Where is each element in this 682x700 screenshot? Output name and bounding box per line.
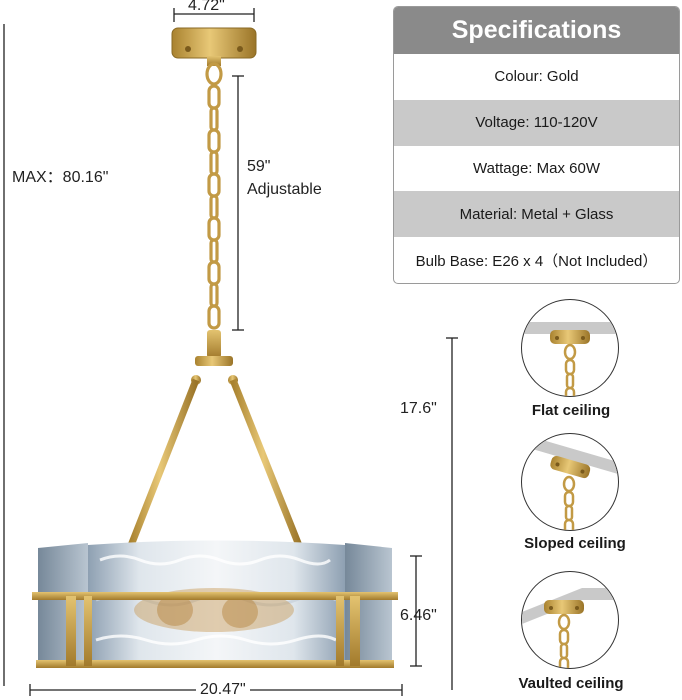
vaulted-ceiling-icon — [521, 571, 619, 669]
shade-height-label: 6.46" — [400, 607, 437, 624]
chain — [205, 62, 223, 330]
sloped-ceiling-icon — [521, 433, 619, 531]
spec-colour: Colour: Gold — [494, 68, 579, 86]
specifications-title: Specifications — [394, 7, 679, 54]
flat-ceiling-label: Flat ceiling — [531, 402, 611, 419]
specifications-table: Specifications Colour: Gold Voltage: 110… — [393, 6, 680, 284]
fixture-height-label: 17.6" — [400, 400, 437, 417]
chain-length-label: 59" — [247, 158, 271, 175]
canopy — [171, 27, 257, 66]
vaulted-ceiling-label: Vaulted ceiling — [518, 675, 624, 692]
hanger-arms — [126, 330, 304, 550]
spec-material: Material: Metal + Glass — [394, 191, 679, 238]
flat-ceiling-icon — [521, 299, 619, 397]
spec-bulb-base: Bulb Base: E26 x 4（Not Included） — [415, 252, 658, 270]
gold-frame — [32, 592, 398, 668]
max-height-label: MAX：80.16" — [12, 169, 109, 186]
spec-wattage: Wattage: Max 60W — [473, 159, 600, 177]
canopy-width-label: 4.72" — [188, 0, 225, 14]
chain-adjustable-label: Adjustable — [247, 181, 322, 198]
spec-voltage: Voltage: 110-120V — [394, 99, 679, 146]
sloped-ceiling-label: Sloped ceiling — [524, 535, 626, 552]
fixture-width-label: 20.47" — [196, 681, 250, 699]
